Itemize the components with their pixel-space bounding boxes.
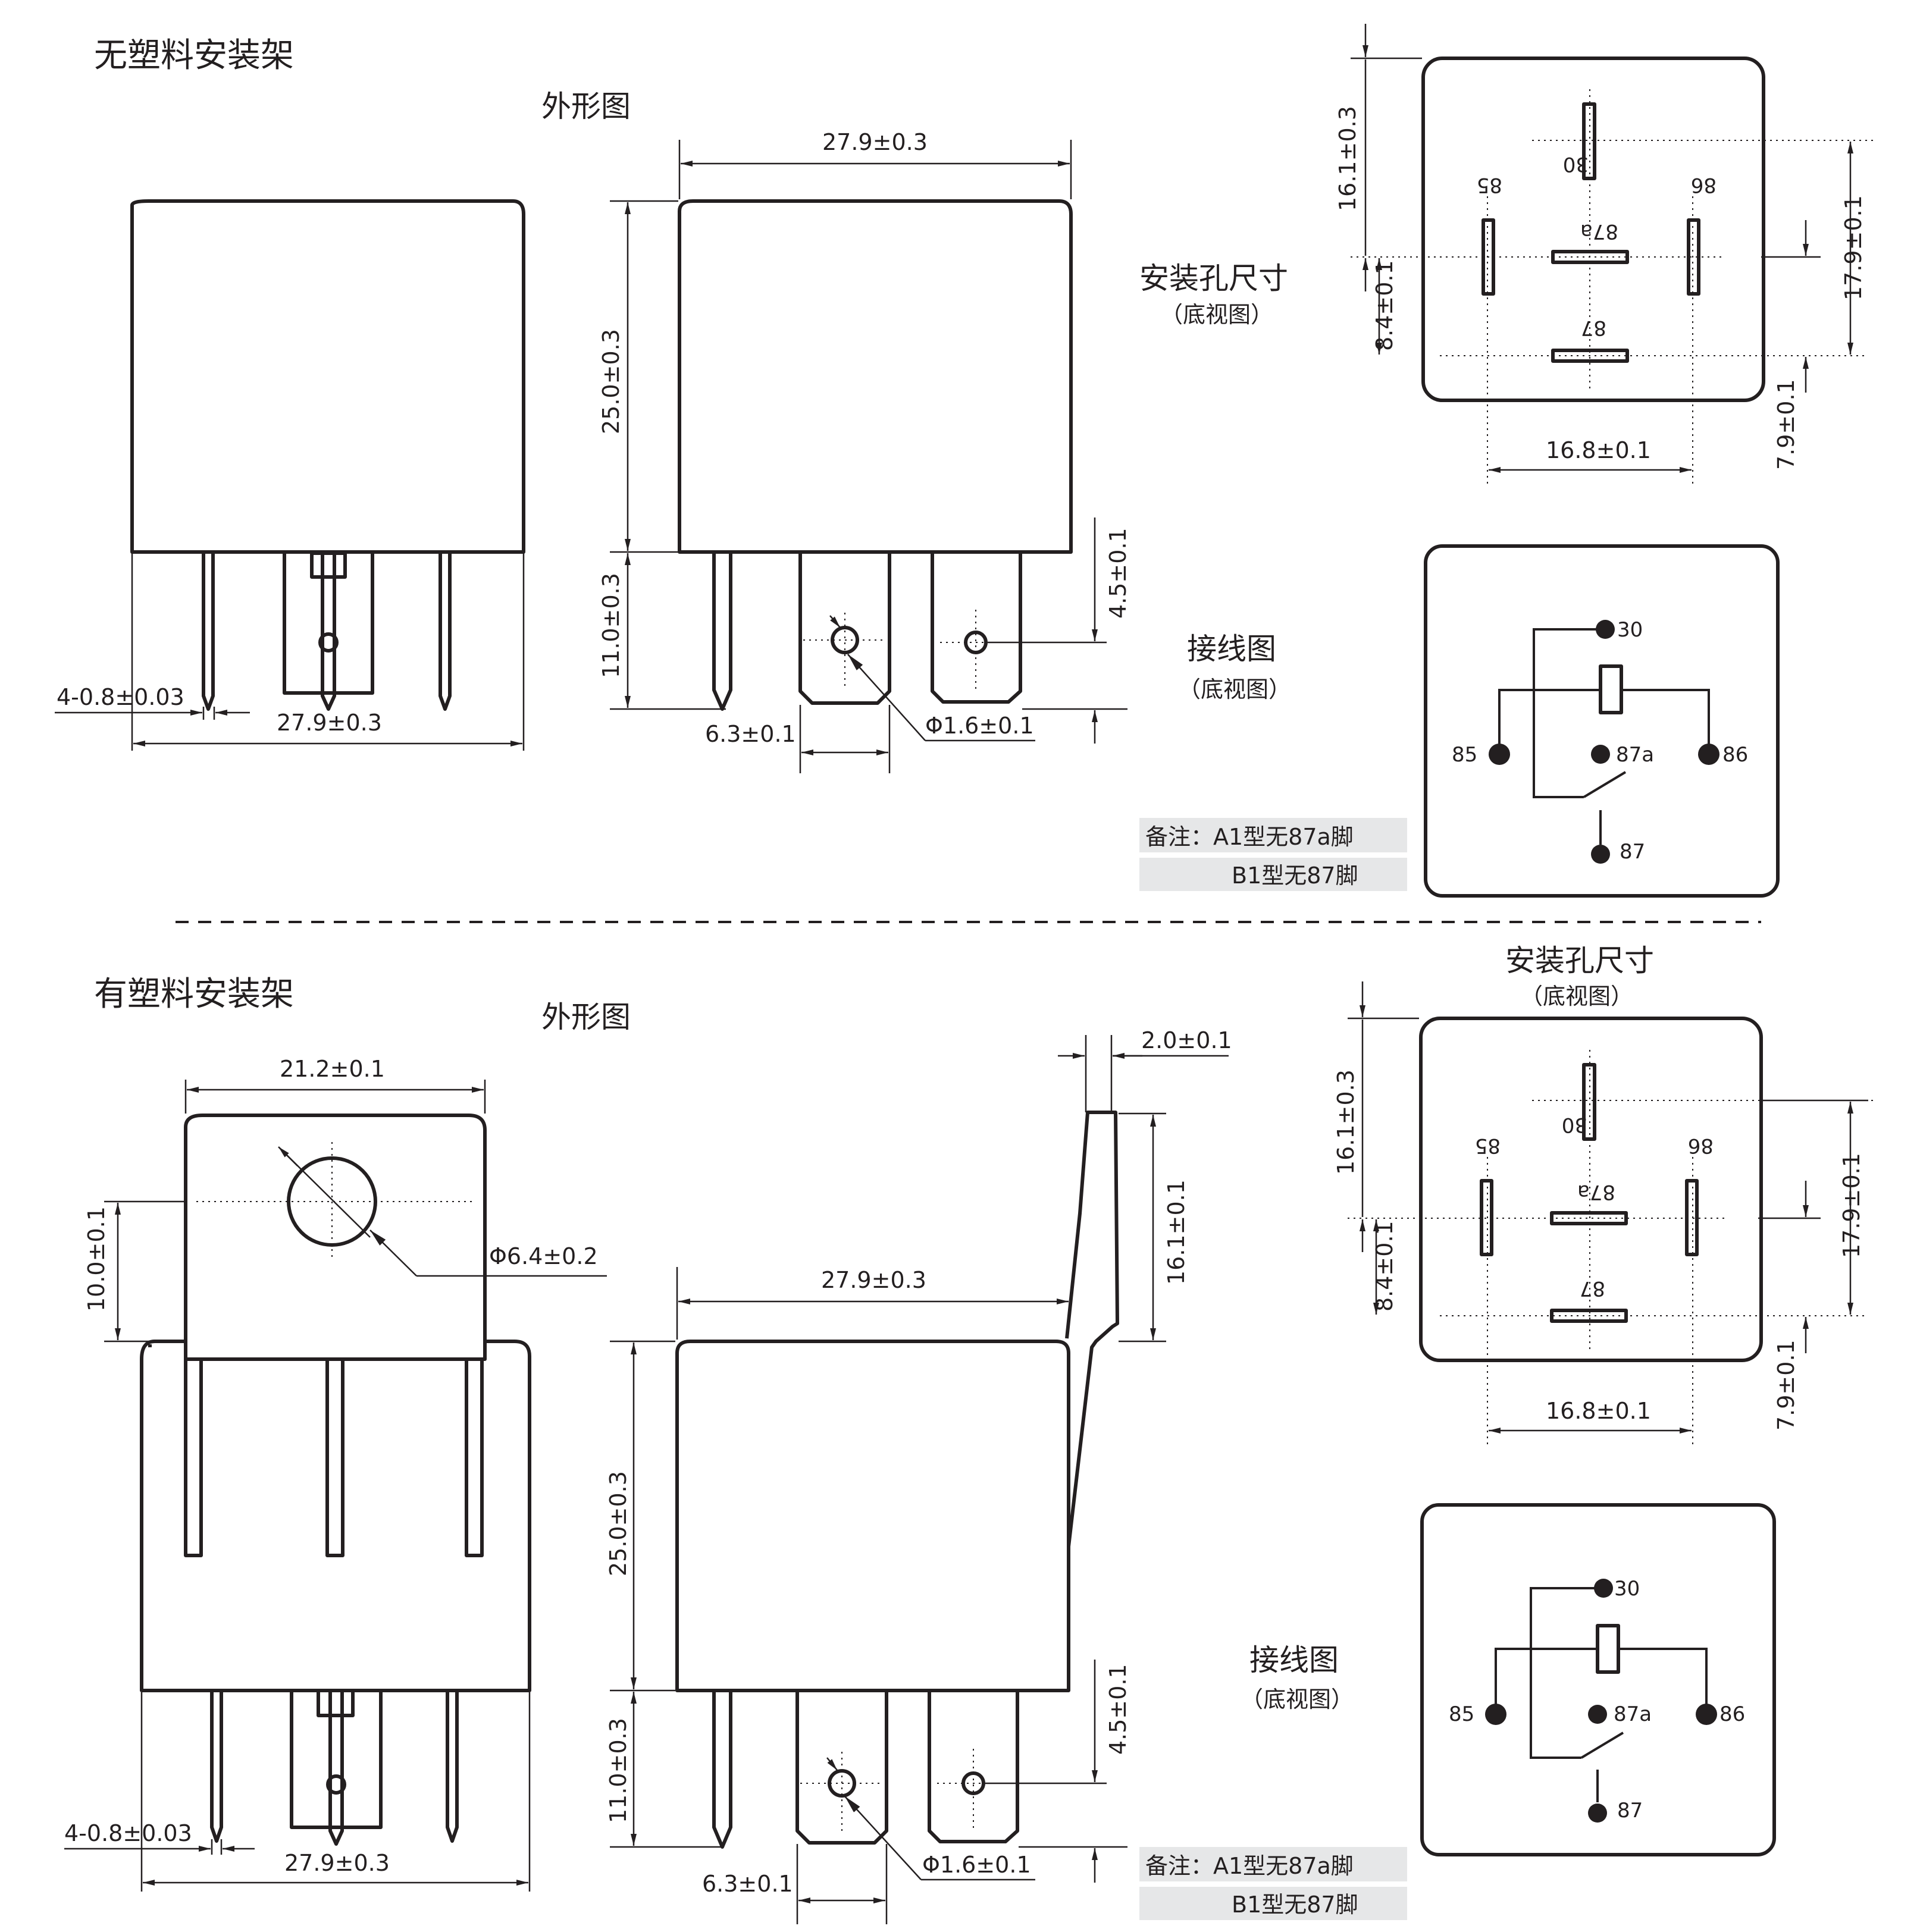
dim-bottom-width: 27.9±0.3: [284, 1850, 390, 1876]
wire-pin-30: 30: [1614, 1577, 1640, 1601]
dim-mount-width: 16.8±0.1: [1546, 1398, 1651, 1424]
mount-pin-30: 30: [1562, 1113, 1587, 1137]
section-no-bracket: 无塑料安装架 外形图 4-0.8±0.03 27.9±0.3: [55, 24, 1874, 898]
dim-mount-mid: 8.4±0.1: [1371, 260, 1398, 351]
wiring-diagram: 接线图 （底视图） 30 85 86 87a 87: [1178, 544, 1780, 898]
wire-pin-87: 87: [1617, 1799, 1643, 1823]
dim-mount-top: 16.1±0.3: [1335, 106, 1361, 211]
dim-mount-bottom-right: 7.9±0.1: [1773, 1340, 1799, 1431]
dim-mount-top: 16.1±0.3: [1333, 1070, 1359, 1175]
note-box: 备注：A1型无87a脚 B1型无87脚: [1139, 1847, 1407, 1920]
dim-height: 25.0±0.3: [598, 329, 624, 434]
mounting-hole-view: 安装孔尺寸 （底视图） 16.1±0.3 8.4±0.1 17.9±0.1 7.…: [1139, 24, 1874, 488]
dim-hole-dia: Φ1.6±0.1: [922, 1852, 1031, 1878]
dim-height: 25.0±0.3: [605, 1471, 631, 1576]
wiring-diagram: 接线图 （底视图） 30 85 86 87a 87: [1241, 1503, 1776, 1856]
dim-width: 27.9±0.3: [821, 1267, 926, 1293]
dim-mount-width: 16.8±0.1: [1546, 437, 1651, 463]
wire-pin-87a: 87a: [1614, 1702, 1652, 1726]
mounting-hole-view: 安装孔尺寸 （底视图） 16.1±0.3 8.4±0.1 17.9±0.1 7.…: [1333, 943, 1874, 1448]
wire-pin-86: 86: [1722, 743, 1748, 767]
note-line-1: 备注：A1型无87a脚: [1145, 824, 1354, 850]
wire-pin-30: 30: [1617, 618, 1643, 642]
dim-bracket-side: 16.1±0.1: [1163, 1180, 1189, 1285]
wire-pin-86: 86: [1719, 1702, 1745, 1726]
mount-subtitle: （底视图）: [1160, 302, 1273, 328]
dim-tab-hole: 4.5±0.1: [1105, 528, 1131, 619]
dim-tab-hole: 4.5±0.1: [1105, 1664, 1131, 1755]
dim-pin-length: 11.0±0.3: [598, 573, 624, 678]
note-line-1: 备注：A1型无87a脚: [1145, 1853, 1354, 1879]
mount-pin-85: 85: [1477, 173, 1502, 197]
outline-title: 外形图: [541, 89, 631, 124]
dim-bottom-width: 27.9±0.3: [277, 710, 382, 736]
wiring-subtitle: （底视图）: [1241, 1686, 1354, 1713]
wire-pin-87a: 87a: [1616, 743, 1654, 767]
mount-pin-85: 85: [1475, 1134, 1501, 1158]
mount-pin-87a: 87a: [1580, 219, 1618, 243]
dim-mount-right: 17.9±0.1: [1838, 1153, 1865, 1258]
relay-front-view-bracket: 2.0±0.1 16.1±0.1 27.9±0.3 25.0±0.3 11.0±…: [605, 1027, 1232, 1924]
note-line-2: B1型无87脚: [1232, 1892, 1358, 1918]
section-heading: 有塑料安装架: [94, 975, 294, 1014]
dim-pin-thickness: 4-0.8±0.03: [64, 1820, 192, 1846]
mount-pin-87: 87: [1581, 316, 1606, 340]
dim-tab-pitch: 6.3±0.1: [702, 1871, 793, 1897]
wire-pin-85: 85: [1449, 1702, 1474, 1726]
dim-mount-mid: 8.4±0.1: [1371, 1221, 1398, 1312]
dim-bracket-hole: Φ6.4±0.2: [489, 1243, 598, 1269]
dim-bracket-height: 10.0±0.1: [83, 1206, 109, 1312]
mount-subtitle: （底视图）: [1520, 983, 1633, 1009]
dim-bracket-width: 21.2±0.1: [280, 1056, 385, 1082]
dim-bracket-thickness: 2.0±0.1: [1141, 1027, 1232, 1053]
wiring-title: 接线图: [1249, 1643, 1339, 1677]
dim-tab-pitch: 6.3±0.1: [705, 721, 796, 747]
wiring-subtitle: （底视图）: [1178, 676, 1291, 702]
note-line-2: B1型无87脚: [1232, 862, 1358, 889]
dim-pin-length: 11.0±0.3: [605, 1718, 631, 1823]
dim-hole-dia: Φ1.6±0.1: [925, 713, 1034, 739]
section-with-bracket: 有塑料安装架 外形图 Φ6.4±0.2 21.2±0.1: [64, 943, 1874, 1924]
section-heading: 无塑料安装架: [94, 36, 294, 75]
dim-mount-bottom-right: 7.9±0.1: [1773, 379, 1799, 470]
outline-title: 外形图: [541, 1000, 631, 1034]
mount-title: 安装孔尺寸: [1505, 943, 1654, 978]
wire-pin-85: 85: [1452, 743, 1477, 767]
bracket-side-view: Φ6.4±0.2 21.2±0.1 10.0±0.1 4-0.8±0.03: [64, 1056, 607, 1892]
mount-pin-86: 86: [1691, 173, 1717, 197]
dim-width: 27.9±0.3: [822, 129, 928, 155]
wiring-title: 接线图: [1187, 632, 1276, 666]
mount-title: 安装孔尺寸: [1139, 261, 1288, 296]
dim-mount-right: 17.9±0.1: [1840, 195, 1866, 300]
dim-pin-thickness: 4-0.8±0.03: [57, 684, 184, 710]
mount-pin-87a: 87a: [1577, 1180, 1615, 1204]
relay-side-view: 4-0.8±0.03 27.9±0.3: [55, 199, 525, 751]
note-box: 备注：A1型无87a脚 B1型无87脚: [1139, 818, 1407, 891]
mount-pin-87: 87: [1580, 1276, 1605, 1300]
mount-pin-30: 30: [1563, 152, 1589, 176]
wire-pin-87: 87: [1620, 840, 1645, 864]
mount-pin-86: 86: [1688, 1134, 1714, 1158]
relay-front-view: 27.9±0.3 25.0±0.3 11.0±0.3 4.5±0.1: [598, 129, 1131, 773]
